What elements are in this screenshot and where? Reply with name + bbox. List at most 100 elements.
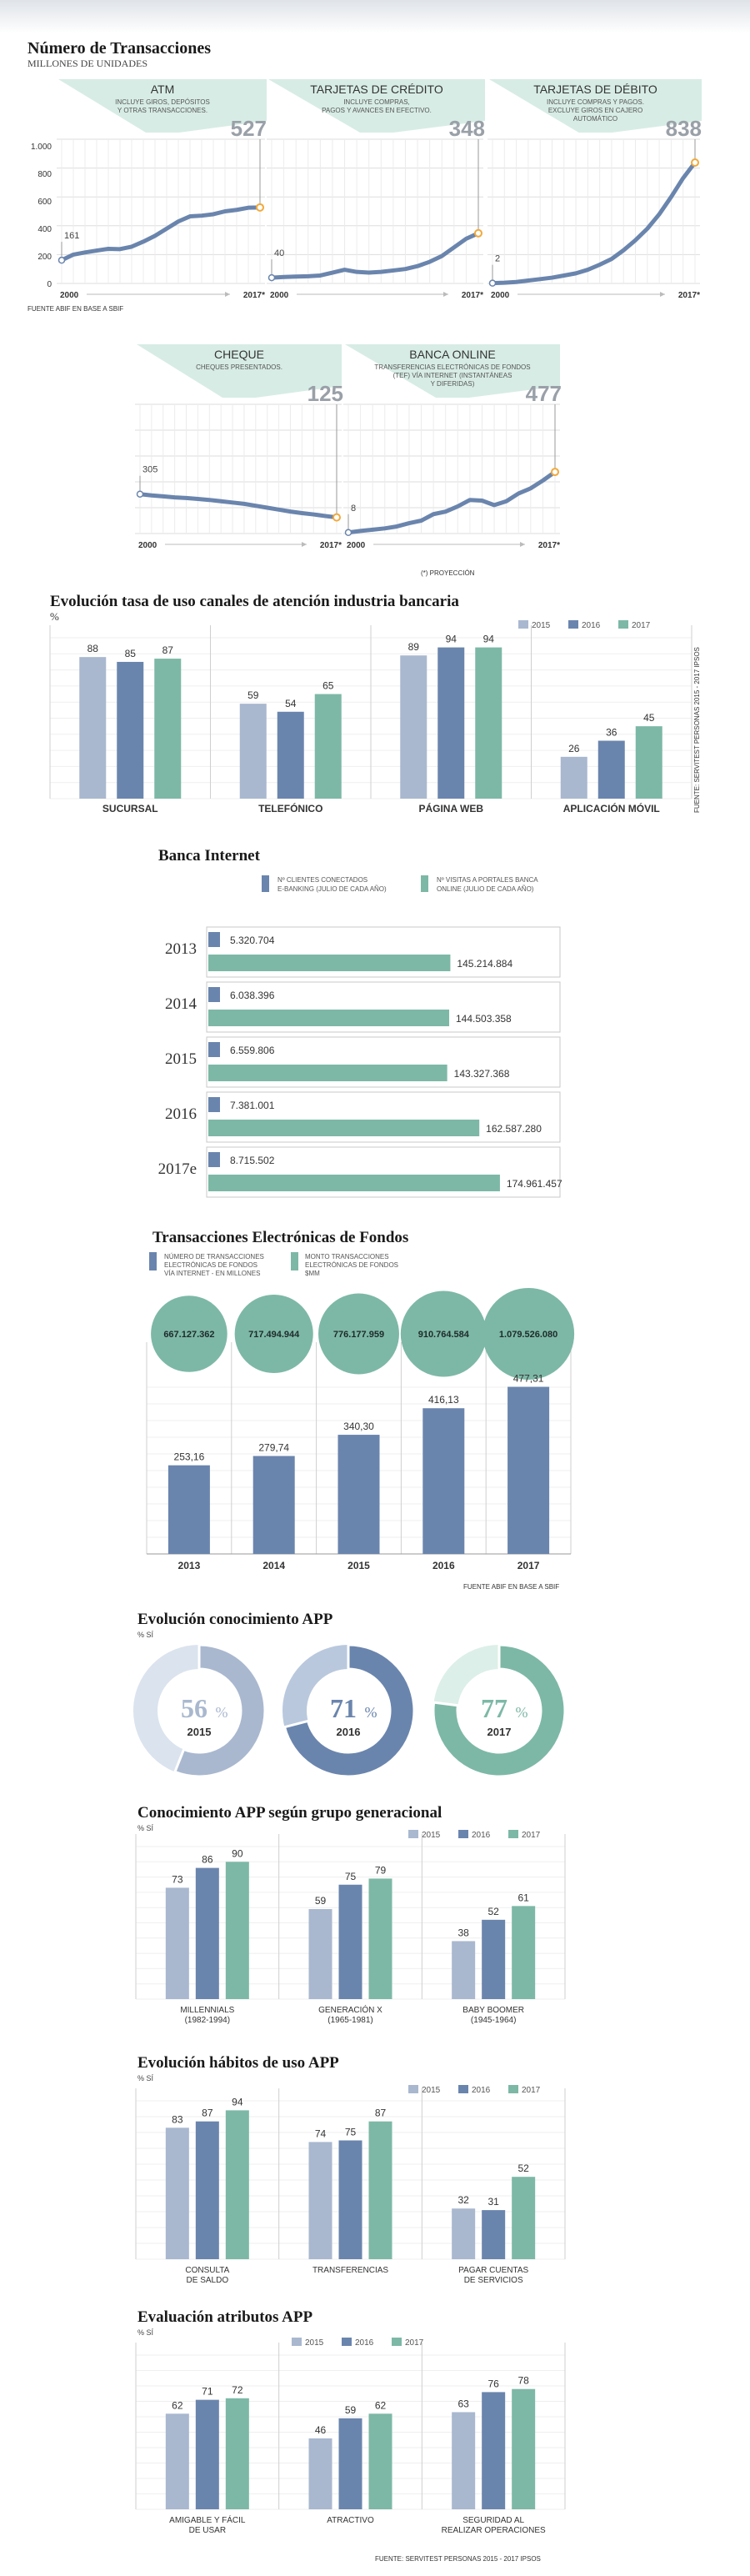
donut-year-app: 2017	[488, 1726, 512, 1738]
year-label-tef: 2015	[348, 1560, 370, 1571]
bar-value-habitos: 31	[488, 2196, 499, 2208]
bar-generacional	[512, 1906, 536, 1999]
bar-atributos	[195, 2399, 219, 2509]
start-point-cheque	[136, 490, 144, 498]
donut-pct-app: %	[216, 1704, 228, 1721]
legend-label-tef: $MM	[305, 1270, 320, 1277]
bubble-value-tef: 910.764.584	[418, 1330, 470, 1340]
bubble-value-tef: 776.177.959	[333, 1330, 384, 1340]
bar-value-atributos: 46	[315, 2424, 327, 2436]
bar-evolucion	[400, 655, 428, 799]
legend-swatch-atributos	[392, 2338, 402, 2346]
category-label-atributos: REALIZAR OPERACIONES	[442, 2526, 546, 2535]
bar-habitos	[225, 2110, 249, 2259]
bar-value-evolucion: 94	[446, 634, 458, 645]
series-line-debito	[490, 160, 698, 286]
tef-source: FUENTE ABIF EN BASE A SBIF	[463, 1583, 559, 1591]
panel-header-credito	[268, 79, 485, 133]
bar-generacional	[165, 1887, 189, 1999]
legend-label-habitos: 2017	[522, 2086, 541, 2095]
bar-value-visits-banca: 174.961.457	[507, 1178, 562, 1190]
legend-swatch-tef	[149, 1252, 157, 1270]
bar-atributos	[452, 2412, 476, 2509]
bar-value-generacional: 38	[458, 1927, 469, 1938]
bar-evolucion	[239, 704, 267, 799]
bar-value-generacional: 59	[315, 1895, 327, 1907]
bar-value-visits-banca: 143.327.368	[454, 1068, 510, 1080]
row-frame-banca	[206, 1036, 561, 1088]
bar-value-atributos: 78	[518, 2375, 529, 2387]
bar-value-evolucion: 87	[162, 644, 174, 656]
row-frame-banca	[206, 926, 561, 978]
bar-value-visits-banca: 145.214.884	[457, 958, 512, 970]
bar-value-atributos: 72	[232, 2384, 243, 2396]
bar-value-generacional: 61	[518, 1892, 529, 1903]
bar-value-evolucion: 36	[606, 727, 618, 739]
legend-label-generacional: 2016	[472, 1831, 491, 1840]
legend-label-habitos: 2016	[472, 2086, 491, 2095]
bar-value-clients-banca: 7.381.001	[230, 1100, 275, 1111]
bar-value-evolucion: 85	[125, 648, 137, 659]
legend-swatch-habitos	[408, 2085, 418, 2093]
series-line-atm	[59, 205, 262, 263]
legend-label-tef: VÍA INTERNET - EN MILLONES	[164, 1270, 260, 1277]
bubble-monto-tef	[234, 1294, 313, 1374]
row-frame-banca	[206, 1146, 561, 1198]
panel-title-credito: TARJETAS DE CRÉDITO	[310, 83, 443, 96]
conocimiento-title: Evolución conocimiento APP	[138, 1611, 333, 1628]
category-label-evolucion: APLICACIÓN MÓVIL	[563, 802, 660, 814]
donut-slice-app	[282, 1643, 416, 1778]
bar-atributos	[338, 2418, 362, 2509]
row-frame-banca	[206, 981, 561, 1033]
bar-atributos	[512, 2388, 536, 2509]
legend-label-tef: NÚMERO DE TRANSACCIONES	[164, 1253, 264, 1260]
legend-label-evolucion: 2017	[632, 621, 651, 630]
x-arrow-head-banca-online	[520, 542, 525, 547]
year-label-banca: 2017e	[158, 1160, 197, 1178]
y-tick: 800	[38, 170, 52, 179]
bar-value-habitos: 52	[518, 2163, 529, 2174]
year-label-tef: 2016	[432, 1560, 455, 1571]
panel-desc-atm: Y OTRAS TRANSACCIONES.	[118, 107, 208, 114]
end-point-debito	[691, 158, 699, 168]
bar-clients-banca	[208, 1097, 220, 1112]
category-label-atributos: AMIGABLE Y FÁCIL	[169, 2514, 246, 2525]
panel-header-debito	[489, 79, 702, 133]
bar-value-clients-banca: 5.320.704	[230, 935, 275, 946]
bar-value-habitos: 83	[172, 2113, 183, 2125]
bar-value-clients-banca: 8.715.502	[230, 1155, 275, 1166]
numero-subtitle: MILLONES DE UNIDADES	[28, 58, 148, 69]
bar-value-habitos: 32	[458, 2194, 469, 2206]
bar-visits-banca	[208, 1120, 480, 1136]
bar-value-generacional: 86	[202, 1854, 213, 1866]
bar-value-evolucion: 88	[88, 643, 99, 654]
x-start-credito: 2000	[270, 291, 289, 300]
legend-label-atributos: 2016	[355, 2338, 374, 2348]
end-point-atm	[256, 203, 264, 212]
donut-hole-app	[458, 1670, 540, 1752]
y-tick: 600	[38, 198, 52, 207]
panel-title-atm: ATM	[151, 83, 175, 96]
category-label-atributos: ATRACTIVO	[327, 2516, 374, 2525]
category-label-evolucion: TELEFÓNICO	[258, 802, 322, 814]
numero-source: FUENTE ABIF EN BASE A SBIF	[28, 305, 123, 313]
category-label-habitos: TRANSFERENCIAS	[312, 2266, 388, 2275]
bar-value-visits-banca: 162.587.280	[486, 1123, 542, 1135]
bubble-monto-tef	[482, 1288, 575, 1380]
bar-atributos	[482, 2392, 506, 2509]
bar-evolucion	[277, 711, 304, 799]
bubble-value-tef: 1.079.526.080	[499, 1330, 558, 1340]
bar-value-atributos: 63	[458, 2398, 469, 2409]
donut-hole-app	[158, 1670, 240, 1752]
start-value-credito: 40	[274, 248, 284, 258]
donut-hole-app	[308, 1670, 389, 1752]
top-band	[0, 0, 750, 33]
x-arrow-head-credito	[443, 292, 448, 297]
legend-swatch-banca	[262, 875, 269, 892]
start-value-banca-online: 8	[351, 504, 356, 514]
bar-value-clients-banca: 6.038.396	[230, 990, 275, 1001]
legend-label-banca: ONLINE (JULIO DE CADA AÑO)	[437, 885, 534, 893]
year-label-banca: 2015	[165, 1050, 197, 1068]
